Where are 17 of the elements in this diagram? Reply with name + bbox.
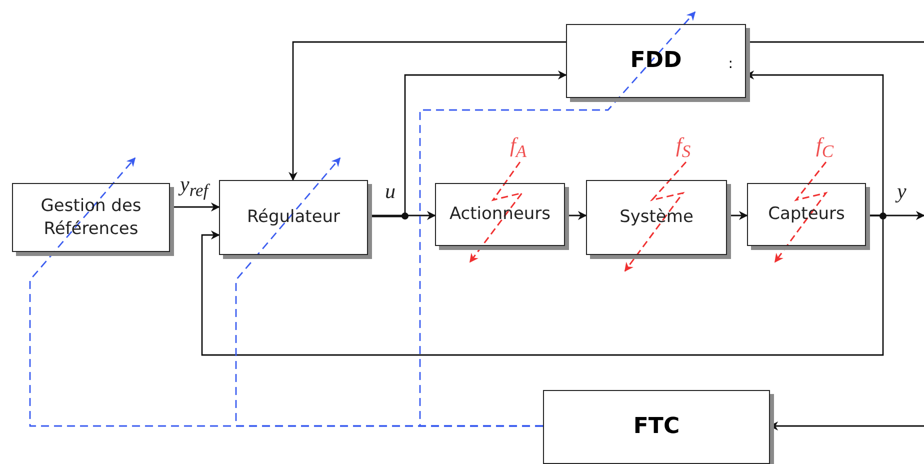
box-label: Gestion des Références bbox=[40, 195, 142, 240]
box-label: Actionneurs bbox=[449, 203, 551, 226]
edge-label: y bbox=[897, 181, 906, 202]
arrow bbox=[201, 214, 884, 356]
arrow bbox=[288, 41, 566, 181]
box-label: Système bbox=[620, 206, 694, 229]
edge-label: u bbox=[385, 181, 396, 202]
box-label: Capteurs bbox=[768, 203, 845, 226]
box-label: FDD bbox=[630, 46, 682, 75]
box-label: FTC bbox=[633, 412, 680, 441]
colon-mark: : bbox=[728, 55, 733, 74]
edge-label: y$_{ref}$ bbox=[180, 174, 208, 200]
fault-label: f$_{A}$ bbox=[510, 135, 527, 161]
fault-label: f$_{S}$ bbox=[676, 135, 691, 161]
dashed-arrow bbox=[419, 11, 696, 427]
box-label: Régulateur bbox=[246, 206, 340, 229]
fault-label: f$_{C}$ bbox=[816, 135, 834, 161]
